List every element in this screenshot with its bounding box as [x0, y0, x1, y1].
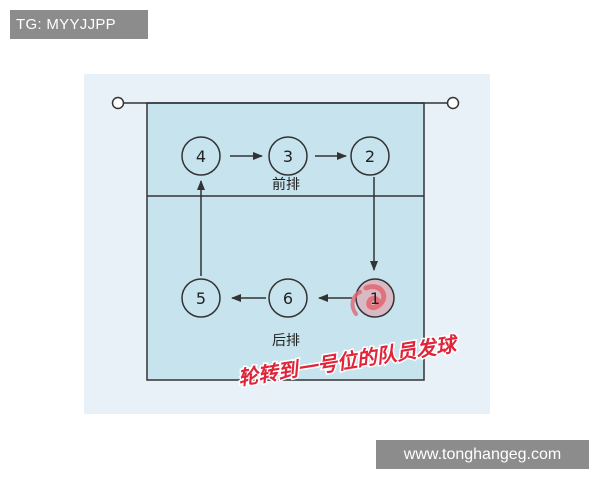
position-6-circle: [268, 278, 308, 318]
position-4-label: 4: [196, 147, 206, 166]
position-2-label: 2: [365, 147, 375, 166]
telegram-tag-badge: TG: MYYJJPP: [10, 10, 148, 39]
position-2-circle: [350, 136, 390, 176]
position-6-label: 6: [283, 289, 293, 308]
position-5-label: 5: [196, 289, 206, 308]
position-3-label: 3: [283, 147, 293, 166]
back-row-label: 后排: [272, 333, 300, 349]
position-4-circle: [181, 136, 221, 176]
net-post-icon: [446, 96, 460, 110]
net-post-icon: [111, 96, 125, 110]
serve-swirl-tail: [350, 290, 362, 316]
position-1-label: 1: [370, 289, 380, 308]
position-3-circle: [268, 136, 308, 176]
website-url-badge: www.tonghangeg.com: [376, 440, 589, 469]
serve-swirl-icon: [363, 284, 387, 311]
position-5-circle: [181, 278, 221, 318]
front-row-label: 前排: [272, 176, 300, 193]
